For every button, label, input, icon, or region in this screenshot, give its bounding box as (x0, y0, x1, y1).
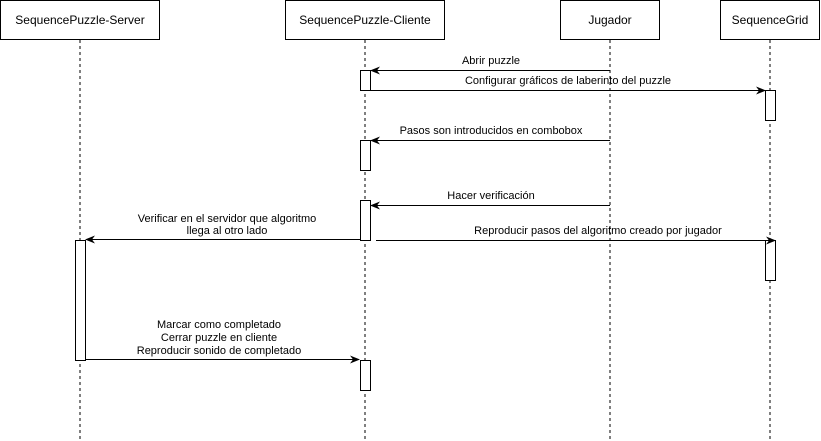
message-label-verificar-servidor-line1: Verificar en el servidor que algoritmo (138, 213, 317, 225)
activation-cliente-2[interactable] (360, 140, 371, 171)
message-label-hacer-verificacion: Hacer verificación (447, 190, 534, 202)
activation-cliente-3[interactable] (360, 200, 371, 241)
activation-grid-2[interactable] (765, 240, 776, 281)
message-label-marcar-completado-line1: Marcar como completado (157, 319, 281, 331)
activation-grid-1[interactable] (765, 90, 776, 121)
activation-server-1[interactable] (75, 240, 86, 361)
participant-server-box (0, 0, 160, 40)
participant-jugador-box (560, 0, 660, 40)
participant-jugador[interactable]: Jugador (560, 0, 660, 40)
participant-jugador-label: Jugador (588, 13, 631, 27)
message-label-abrir-puzzle: Abrir puzzle (462, 55, 520, 67)
participant-server-label: SequencePuzzle-Server (15, 13, 144, 27)
message-label-marcar-completado-line3: Reproducir sonido de completado (137, 345, 302, 357)
message-label-configurar-graficos: Configurar gráficos de laberinto del puz… (465, 75, 671, 87)
participant-grid[interactable]: SequenceGrid (720, 0, 820, 40)
activation-cliente-1[interactable] (360, 70, 371, 91)
participant-grid-box (720, 0, 820, 40)
message-label-marcar-completado-line2: Cerrar puzzle en cliente (161, 332, 277, 344)
message-label-verificar-servidor-line2: llega al otro lado (187, 225, 268, 237)
participant-cliente-box (285, 0, 445, 40)
message-label-pasos-combobox: Pasos son introducidos en combobox (400, 125, 583, 137)
activation-cliente-4[interactable] (360, 360, 371, 391)
participant-cliente[interactable]: SequencePuzzle-Cliente (285, 0, 445, 40)
participant-cliente-label: SequencePuzzle-Cliente (299, 13, 431, 27)
participant-server[interactable]: SequencePuzzle-Server (0, 0, 160, 40)
participant-grid-label: SequenceGrid (732, 13, 809, 27)
message-label-reproducir-pasos: Reproducir pasos del algoritmo creado po… (474, 225, 722, 237)
